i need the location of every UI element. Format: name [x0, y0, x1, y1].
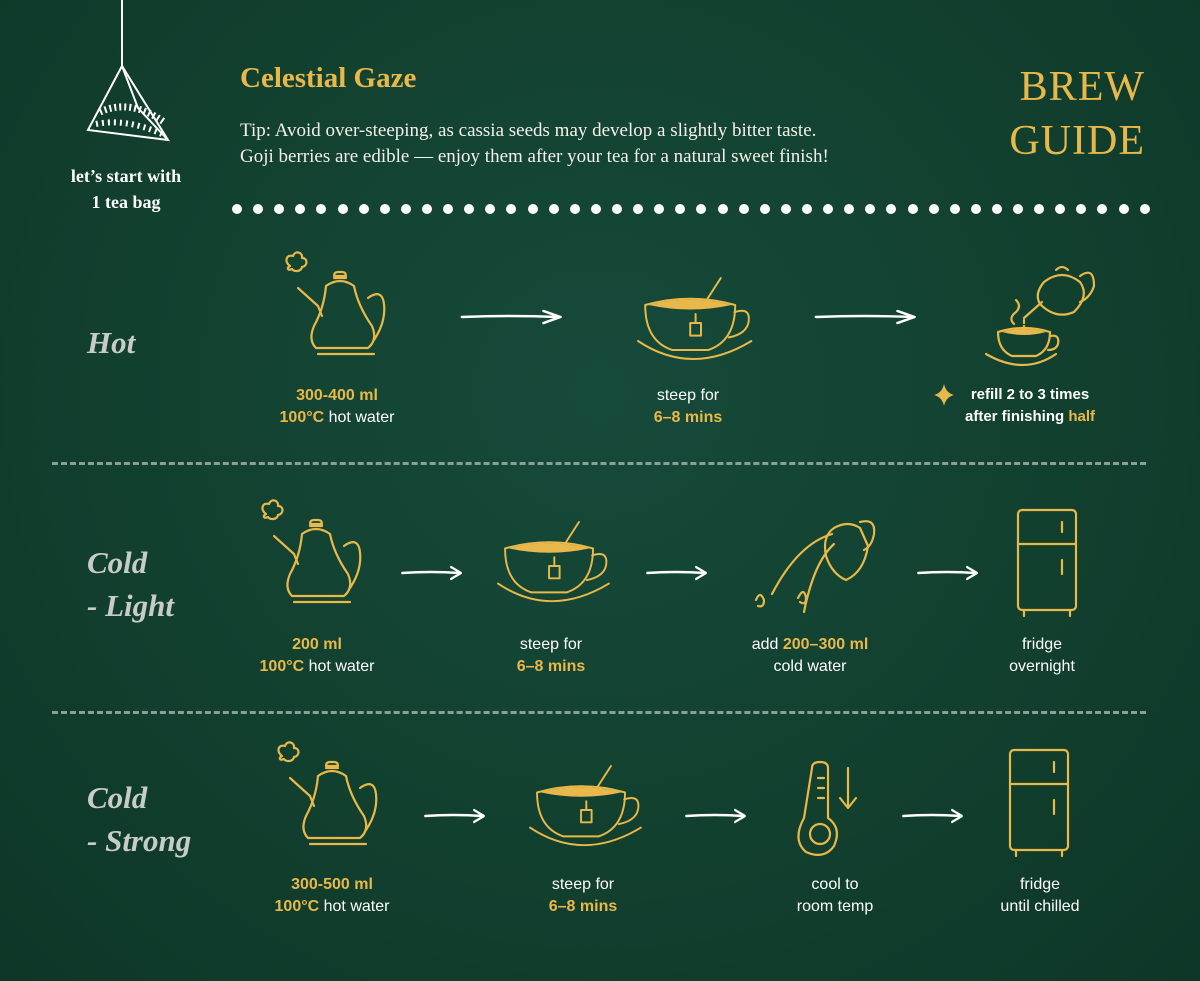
arrow-icon — [400, 565, 463, 581]
separator-dot — [844, 204, 855, 214]
separator-dot — [907, 204, 918, 214]
separator-dot — [1118, 204, 1129, 214]
separator-dot — [717, 204, 728, 214]
separator-dot — [780, 204, 791, 214]
separator-dot — [464, 204, 475, 214]
cold-strong-step-3: cool to room temp — [796, 876, 874, 915]
separator-dot — [1013, 204, 1024, 214]
separator-dot — [400, 204, 411, 214]
method-label-cold-light: Cold - Light — [87, 545, 174, 623]
pouring-teapot-icon — [984, 265, 1096, 366]
thermometer-icon — [797, 760, 858, 857]
separator-dot — [443, 204, 454, 214]
start-note: let’s start with 1 tea bag — [70, 166, 182, 212]
method-label-cold-strong: Cold - Strong — [87, 780, 192, 858]
cold-strong-step-4: fridge until chilled — [1000, 876, 1080, 915]
tea-cup-icon — [637, 277, 753, 360]
separator-dot — [1076, 204, 1087, 214]
separator-dot — [379, 204, 390, 214]
separator-dot — [611, 204, 622, 214]
separator-dot — [633, 204, 644, 214]
arrow-icon — [423, 808, 486, 824]
method-label-hot: Hot — [87, 325, 136, 360]
cold-light-step-3: add 200–300 ml cold water — [751, 636, 869, 675]
separator-dot — [1097, 204, 1108, 214]
cold-strong-step-2: steep for 6–8 mins — [548, 876, 618, 915]
separator-dot — [759, 204, 770, 214]
tea-bag-icon — [86, 0, 170, 142]
dotted-separator — [232, 202, 1150, 216]
sparkle-icon — [934, 384, 954, 406]
kettle-icon — [277, 741, 378, 846]
kettle-icon — [261, 499, 362, 604]
brew-guide-heading: BREW GUIDE — [1009, 64, 1145, 164]
cold-strong-step-1: 300-500 ml 100°C hot water — [274, 876, 390, 915]
separator-dot — [865, 204, 876, 214]
tea-cup-icon — [529, 765, 642, 847]
hot-step-3: refill 2 to 3 times after finishing half — [964, 386, 1095, 425]
separator-dot — [696, 204, 707, 214]
cold-light-step-4: fridge overnight — [1009, 636, 1075, 675]
separator-dot — [823, 204, 834, 214]
separator-dot — [675, 204, 686, 214]
separator-dot — [569, 204, 580, 214]
kettle-icon — [285, 251, 386, 356]
separator-dot — [421, 204, 432, 214]
separator-dot — [970, 204, 981, 214]
separator-dot — [590, 204, 601, 214]
separator-dot — [1139, 204, 1150, 214]
separator-dot — [527, 204, 538, 214]
separator-dot — [1055, 204, 1066, 214]
fridge-icon — [1008, 748, 1070, 858]
arrow-icon — [901, 808, 964, 824]
arrow-icon — [460, 309, 562, 325]
separator-dot — [991, 204, 1002, 214]
separator-dot — [1034, 204, 1045, 214]
separator-dot — [886, 204, 897, 214]
separator-dot — [738, 204, 749, 214]
separator-dot — [316, 204, 327, 214]
separator-dot — [232, 204, 242, 214]
fridge-icon — [1016, 508, 1078, 618]
separator-dot — [253, 204, 264, 214]
arrow-icon — [684, 808, 747, 824]
arrow-icon — [645, 565, 708, 581]
arrow-icon — [814, 309, 916, 325]
cold-light-step-2: steep for 6–8 mins — [516, 636, 586, 675]
separator-dot — [337, 204, 348, 214]
hot-step-2: steep for 6–8 mins — [653, 387, 723, 426]
cold-light-step-1: 200 ml 100°C hot water — [259, 636, 375, 675]
separator-dot — [949, 204, 960, 214]
separator-dot — [295, 204, 306, 214]
tea-cup-icon — [497, 521, 610, 603]
section-divider — [52, 711, 1146, 714]
separator-dot — [548, 204, 559, 214]
tip-text: Tip: Avoid over-steeping, as cassia seed… — [240, 120, 829, 167]
separator-dot — [274, 204, 285, 214]
tea-name: Celestial Gaze — [240, 62, 417, 94]
separator-dot — [801, 204, 812, 214]
pitcher-icon — [754, 520, 876, 614]
separator-dot — [485, 204, 496, 214]
arrow-icon — [916, 565, 979, 581]
hot-step-1: 300-400 ml 100°C hot water — [279, 387, 395, 426]
section-divider — [52, 462, 1146, 465]
separator-dot — [358, 204, 369, 214]
separator-dot — [654, 204, 665, 214]
separator-dot — [506, 204, 517, 214]
separator-dot — [928, 204, 939, 214]
